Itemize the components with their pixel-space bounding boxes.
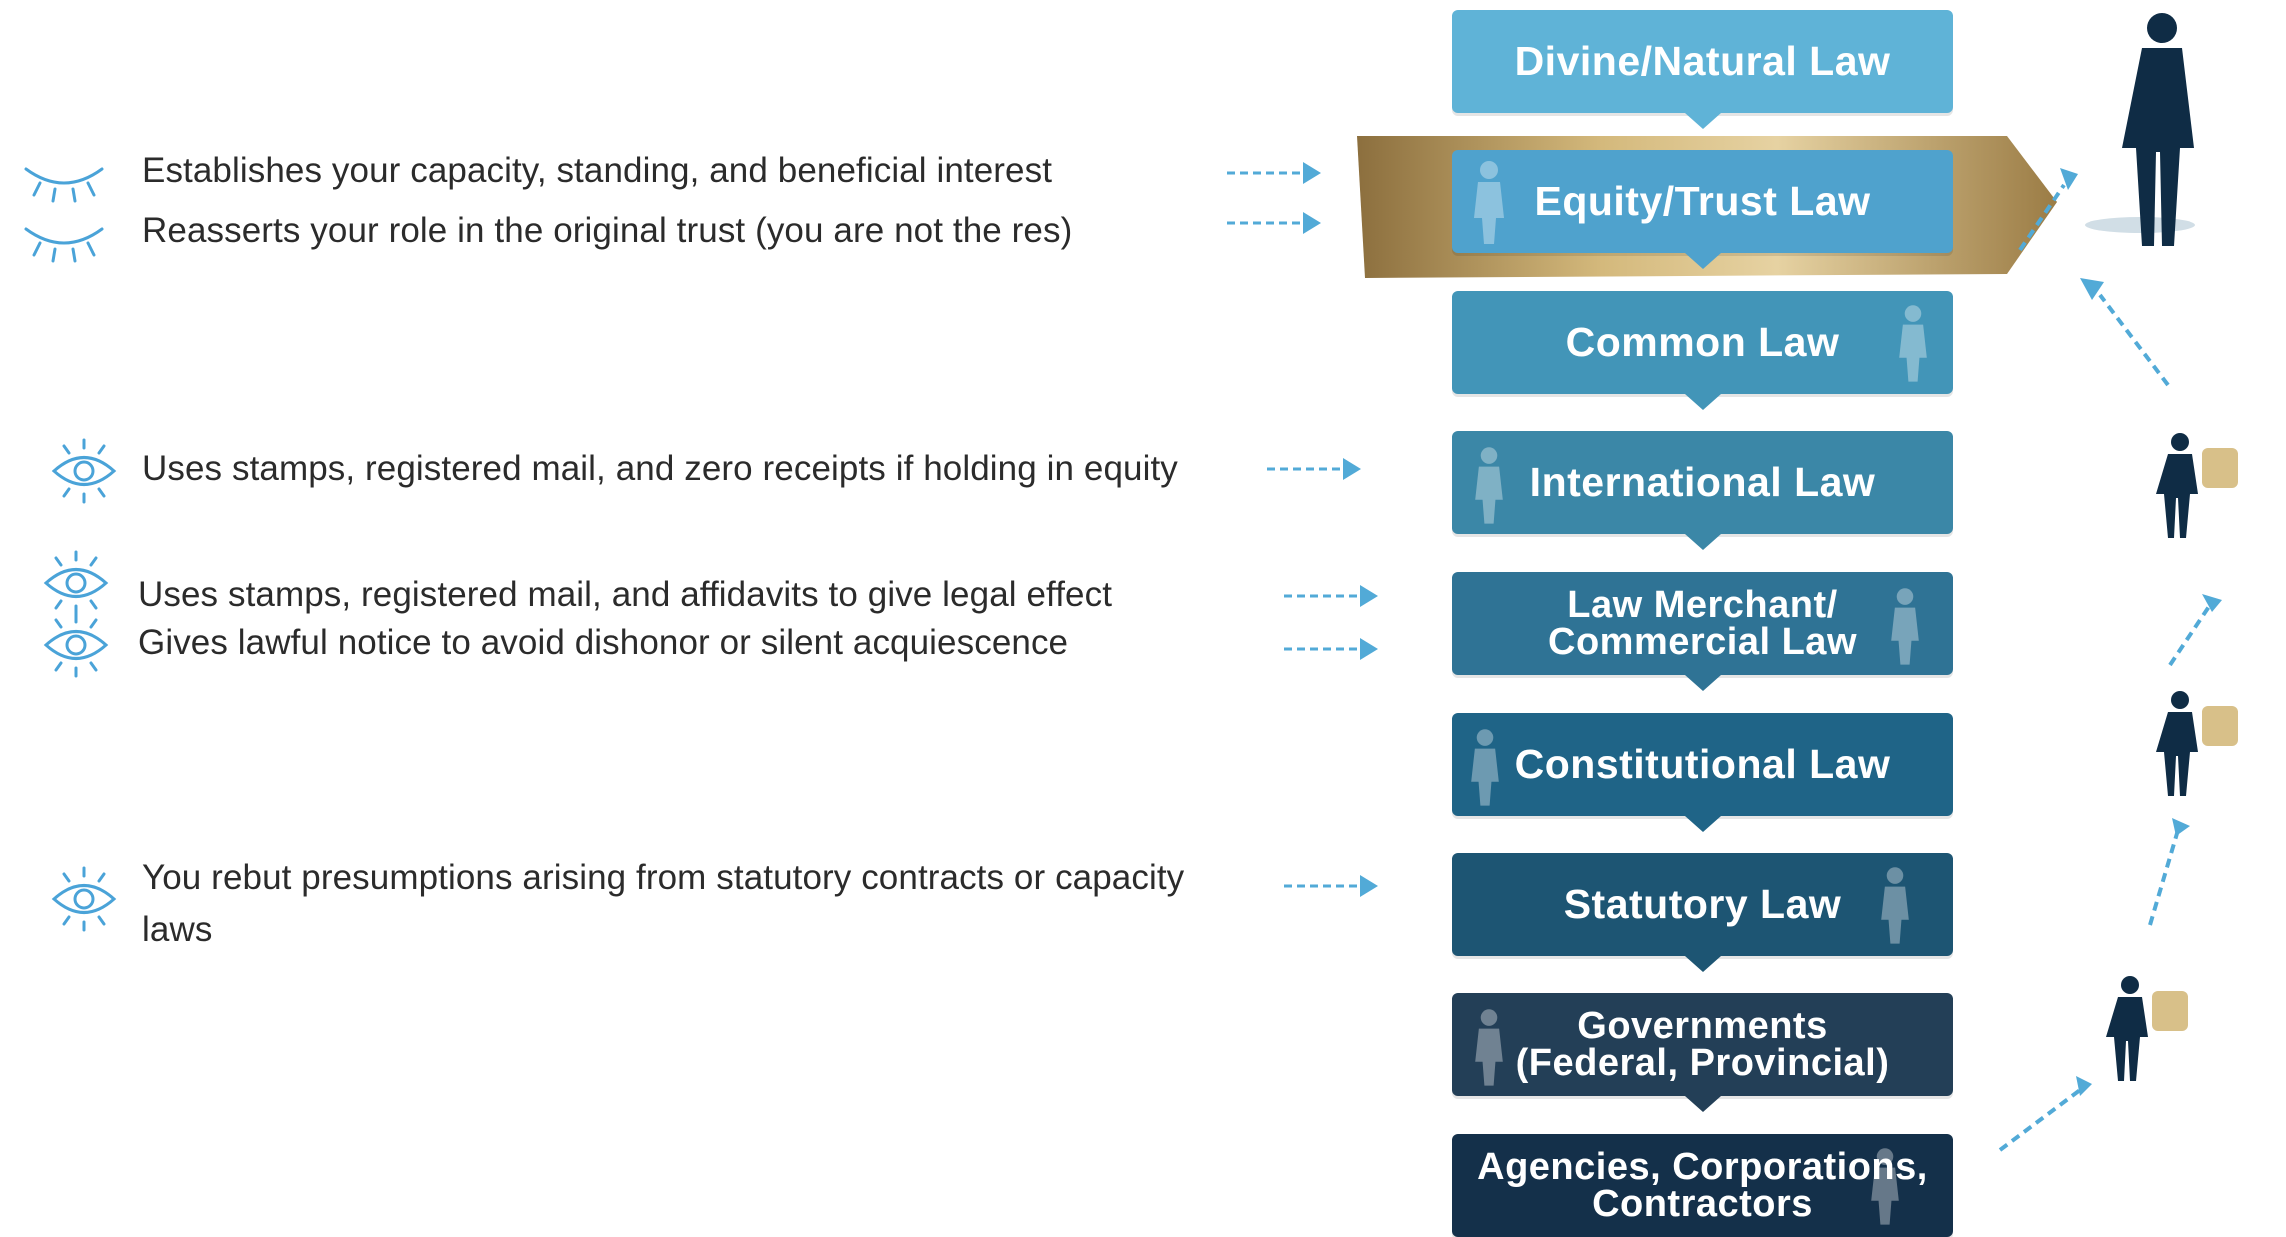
statement-1: Establishes your capacity, standing, and… [142, 151, 1053, 190]
open-eye-icon [43, 612, 109, 678]
box-label: Constitutional Law [1514, 741, 1891, 787]
open-eye-icon [43, 550, 109, 616]
box-label: Law Merchant/ [1567, 583, 1838, 626]
box-agencies-corporations-contractors: Agencies, Corporations, Contractors [1452, 1134, 1953, 1237]
figure-watermark-icon [1899, 305, 1927, 382]
figure-watermark-icon [1891, 588, 1919, 665]
person-with-scroll-icon [2156, 433, 2238, 538]
dashed-arrow-icon [1284, 875, 1378, 897]
figure-watermark-icon [1471, 729, 1499, 806]
dashed-arrow-icon [1227, 212, 1321, 234]
box-divine-natural-law: Divine/Natural Law [1452, 10, 1953, 129]
figure-watermark-icon [1871, 1148, 1899, 1225]
box-label: International Law [1529, 459, 1876, 505]
figure-watermark-icon [1475, 447, 1503, 524]
person-with-scroll-icon [2156, 691, 2238, 796]
person-with-scroll-icon [2106, 976, 2188, 1081]
box-label-line2: Contractors [1592, 1182, 1813, 1225]
closed-eye-icon [24, 167, 104, 203]
dashed-arrow-icon [1284, 638, 1378, 660]
dashed-arrow-icon [1284, 585, 1378, 607]
climbing-figures [1998, 13, 2238, 1152]
box-law-merchant-commercial-law: Law Merchant/ Commercial Law [1452, 572, 1953, 691]
open-eye-icon [51, 866, 117, 932]
figure-watermark-icon [1881, 867, 1909, 944]
figure-watermark-icon [1474, 161, 1504, 244]
box-label-line2: (Federal, Provincial) [1515, 1041, 1890, 1084]
box-label: Statutory Law [1563, 881, 1842, 927]
statement-3: Uses stamps, registered mail, and zero r… [142, 449, 1178, 488]
box-constitutional-law: Constitutional Law [1452, 713, 1953, 832]
statement-6: You rebut presumptions arising from stat… [142, 858, 1185, 949]
box-label: Divine/Natural Law [1514, 38, 1891, 84]
standing-person-icon [2085, 13, 2195, 246]
statement-2: Reasserts your role in the original trus… [142, 211, 1073, 250]
statement-4: Uses stamps, registered mail, and affida… [138, 575, 1113, 614]
box-label: Agencies, Corporations, [1477, 1145, 1928, 1188]
box-label: Governments [1577, 1004, 1828, 1047]
open-eye-icon [51, 438, 117, 504]
closed-eye-icon [24, 227, 104, 263]
box-governments: Governments (Federal, Provincial) [1452, 993, 1953, 1112]
box-label: Common Law [1565, 319, 1840, 365]
box-label-line2: Commercial Law [1548, 620, 1857, 663]
box-international-law: International Law [1452, 431, 1953, 550]
statement-5: Gives lawful notice to avoid dishonor or… [138, 623, 1069, 662]
box-common-law: Common Law [1452, 291, 1953, 410]
dashed-arrow-icon [1267, 458, 1361, 480]
box-label: Equity/Trust Law [1534, 178, 1871, 224]
box-equity-trust-law: Equity/Trust Law [1452, 150, 1953, 269]
figure-watermark-icon [1475, 1009, 1503, 1086]
box-statutory-law: Statutory Law [1452, 853, 1953, 972]
dashed-arrow-icon [1227, 162, 1321, 184]
